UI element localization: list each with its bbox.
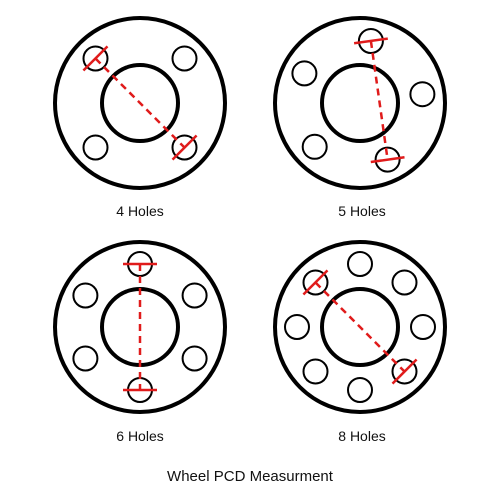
bolt-hole: [302, 358, 329, 385]
bolt-hole: [347, 251, 373, 277]
pcd-tick-mark: [82, 45, 109, 72]
bolt-hole: [72, 345, 99, 372]
bolt-hole: [301, 133, 328, 160]
wheel-6-holes: [53, 240, 227, 414]
bolt-hole: [284, 314, 310, 340]
wheel-rim: [273, 16, 447, 190]
caption-4-holes: 4 Holes: [116, 203, 164, 219]
pcd-measure-line: [314, 281, 406, 373]
bolt-hole: [171, 45, 198, 72]
wheel-4-holes: [53, 16, 227, 190]
pcd-measure-line: [94, 57, 186, 149]
wheel-5-holes: [273, 16, 447, 190]
bolt-hole: [347, 377, 373, 403]
diagram-title: Wheel PCD Measurment: [167, 468, 333, 485]
pcd-tick-mark: [302, 269, 329, 296]
bolt-hole: [82, 134, 109, 161]
bolt-hole: [391, 269, 418, 296]
center-bore: [100, 63, 180, 143]
pcd-tick-mark: [370, 156, 405, 164]
wheel-rim: [53, 240, 227, 414]
pcd-tick-mark: [391, 358, 418, 385]
bolt-hole: [410, 314, 436, 340]
pcd-tick-mark: [171, 134, 198, 161]
caption-5-holes: 5 Holes: [338, 203, 386, 219]
center-bore: [320, 63, 400, 143]
caption-6-holes: 6 Holes: [116, 428, 164, 444]
bolt-hole: [72, 282, 99, 309]
wheel-rim: [53, 16, 227, 190]
pcd-measure-line: [369, 40, 389, 160]
caption-8-holes: 8 Holes: [338, 428, 386, 444]
bolt-hole: [181, 282, 208, 309]
bolt-hole: [181, 345, 208, 372]
wheel-rim: [273, 240, 447, 414]
pcd-tick-mark: [353, 37, 388, 45]
wheel-8-holes: [273, 240, 447, 414]
bolt-hole: [409, 81, 436, 108]
center-bore: [320, 287, 400, 367]
bolt-hole: [291, 60, 318, 87]
